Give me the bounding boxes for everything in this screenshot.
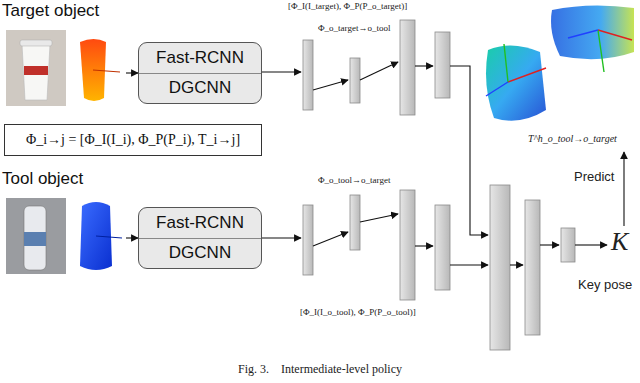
- panel-heading: Tool object: [2, 169, 83, 189]
- feature-label: Φ_o_target→o_tool: [318, 24, 390, 34]
- connector-arrow: [126, 72, 138, 73]
- network-box: Fast-RCNNDGCNN: [138, 207, 262, 269]
- image-panel: Tool object: [4, 196, 126, 276]
- tool-photo: [6, 198, 66, 274]
- annotation: Key pose: [578, 278, 632, 292]
- target-photo: [6, 30, 66, 106]
- feature-label: [Φ_I(I_target), Φ_P(P_o_target)]: [288, 2, 407, 12]
- figure-caption: Fig. 3. Intermediate-level policy: [0, 362, 640, 377]
- network-name: Fast-RCNN: [139, 208, 261, 238]
- feature-label: [Φ_I(I_o_tool), Φ_P(P_o_tool)]: [300, 308, 416, 318]
- feature-label: T^h_o_tool→o_target: [528, 133, 617, 144]
- network-name: DGCNN: [139, 238, 261, 269]
- formula-text: Φ_i→j = [Φ_I(I_i), Φ_P(P_i), T_i→j]: [20, 132, 246, 148]
- image-panel: Target object: [4, 28, 126, 108]
- layer-bars: [303, 20, 575, 350]
- annotation: Predict: [574, 170, 614, 184]
- layer-arrows: [262, 62, 624, 265]
- key-pose-symbol: K: [611, 228, 628, 257]
- panel-heading: Target object: [2, 1, 99, 21]
- network-box: Fast-RCNNDGCNN: [138, 42, 262, 104]
- feature-label: Φ_o_tool→o_target: [318, 176, 390, 186]
- connector-arrow: [126, 237, 138, 238]
- network-name: Fast-RCNN: [139, 43, 261, 73]
- pose-clouds: [486, 5, 634, 120]
- network-name: DGCNN: [139, 73, 261, 104]
- formula-box: Φ_i→j = [Φ_I(I_i), Φ_P(P_i), T_i→j]: [4, 124, 262, 156]
